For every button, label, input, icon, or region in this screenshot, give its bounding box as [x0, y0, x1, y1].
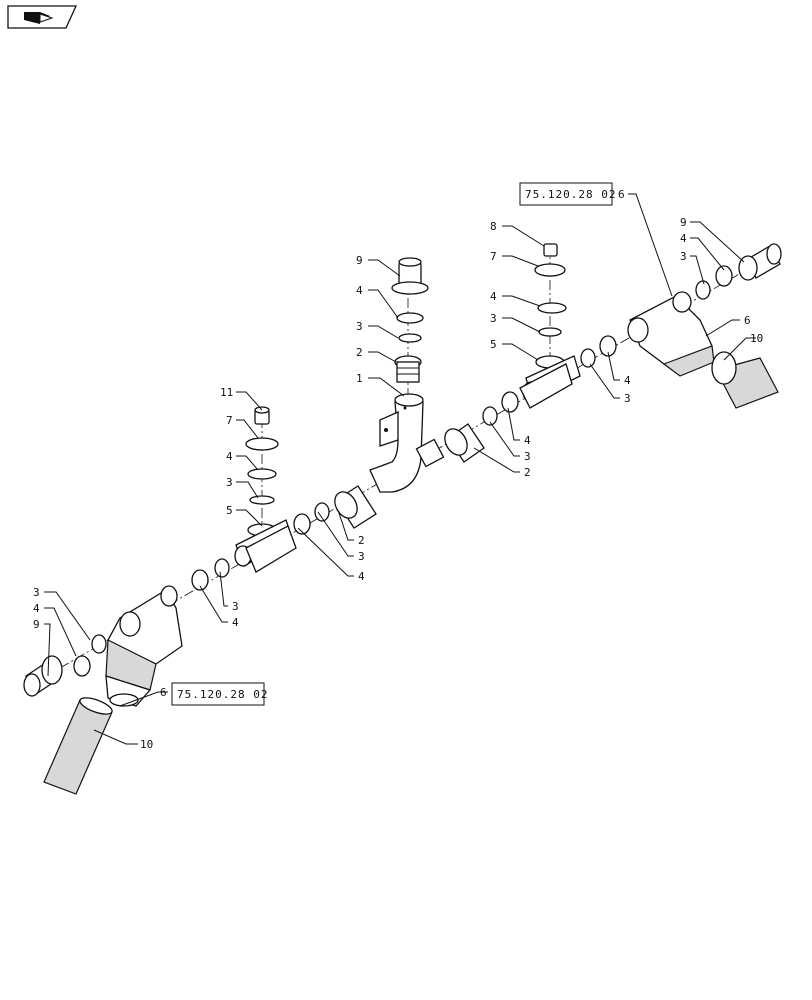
- callout-label: 4: [226, 450, 233, 463]
- callout-label: 10: [140, 738, 153, 751]
- callout-label: 5: [226, 504, 233, 517]
- reference-text-top: 75.120.28 02: [525, 188, 616, 201]
- reference-text-bottom: 75.120.28 02: [177, 688, 268, 701]
- callout-label: 3: [356, 320, 363, 333]
- callout-label: 9: [680, 216, 687, 229]
- callout-label: 10: [750, 332, 763, 345]
- callout-label: 1: [356, 372, 363, 385]
- callout-label: 6: [160, 686, 167, 699]
- callout-label: 3: [624, 392, 631, 405]
- callout-label: 6: [618, 188, 625, 201]
- callout-label: 4: [358, 570, 365, 583]
- callout-label: 11: [220, 386, 233, 399]
- upper-stack-center: [391, 257, 429, 383]
- callout-label: 9: [33, 618, 40, 631]
- threaded-nipples: [334, 423, 485, 529]
- callout-label: 2: [358, 534, 365, 547]
- axis-rings: [73, 265, 733, 677]
- callout-label: 4: [524, 434, 531, 447]
- callout-label: 3: [358, 550, 365, 563]
- back-arrow-icon[interactable]: [7, 5, 78, 29]
- leader-lines: [44, 193, 756, 745]
- callout-label: 2: [356, 346, 363, 359]
- callout-label: 4: [624, 374, 631, 387]
- callout-label: 3: [226, 476, 233, 489]
- callout-label: 3: [232, 600, 239, 613]
- callout-label: 7: [490, 250, 497, 263]
- callout-label: 2: [524, 466, 531, 479]
- callout-label: 5: [490, 338, 497, 351]
- callout-label: 4: [490, 290, 497, 303]
- callout-label: 6: [744, 314, 751, 327]
- right-hose-adapter: [738, 243, 782, 281]
- reference-box-top[interactable]: 75.120.28 02: [519, 182, 616, 206]
- tee-bodies: [245, 363, 573, 573]
- reference-box-bottom[interactable]: 75.120.28 02: [171, 682, 268, 706]
- callout-label: 4: [33, 602, 40, 615]
- callout-label: 8: [490, 220, 497, 233]
- callout-label: 3: [524, 450, 531, 463]
- callout-label: 3: [33, 586, 40, 599]
- right-filter-assembly: [627, 291, 779, 409]
- left-hose-adapter: [23, 655, 63, 697]
- callout-label: 9: [356, 254, 363, 267]
- callout-label: 4: [356, 284, 363, 297]
- callout-labels: 11 7 4 3 5 3 4 9 6 10 3 4 2 3 4 9 4 3 2 …: [33, 188, 763, 751]
- callout-label: 3: [490, 312, 497, 325]
- tee-pipe-part-1: [369, 393, 445, 493]
- callout-label: 7: [226, 414, 233, 427]
- callout-label: 3: [680, 250, 687, 263]
- callout-label: 4: [232, 616, 239, 629]
- callout-label: 4: [680, 232, 687, 245]
